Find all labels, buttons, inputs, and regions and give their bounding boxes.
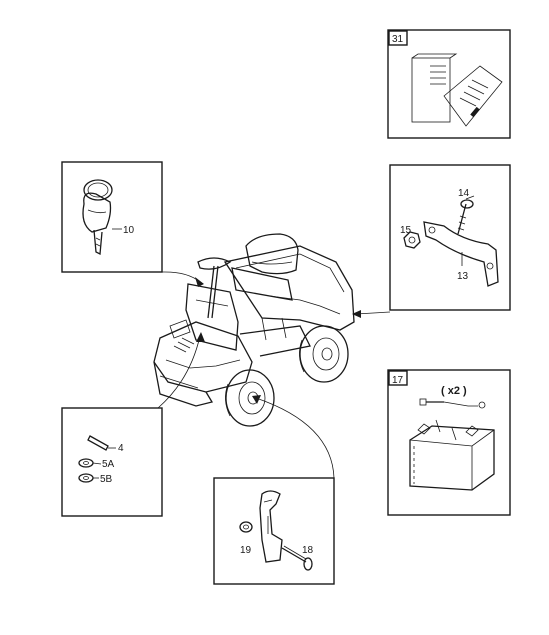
battery-box-number: 17: [392, 375, 404, 386]
battery-box: 17 ( x2 ): [387, 369, 511, 516]
pedal-part-label-19: 19: [240, 545, 252, 556]
bracket-part-label-13: 13: [457, 271, 469, 282]
pedal-box: 19 18: [213, 477, 335, 585]
pins-part-label-4: 4: [118, 443, 124, 454]
leader-lines: [112, 271, 391, 479]
bracket-box: 14 15 13: [389, 164, 511, 311]
key-box: 10: [61, 161, 163, 273]
pins-part-label-5b: 5B: [100, 474, 113, 485]
manual-booklet-icon: [411, 53, 503, 127]
battery-icon: [409, 398, 495, 491]
pin-icon: [87, 435, 116, 451]
pins-part-label-5a: 5A: [102, 459, 115, 470]
pedal-lever-icon: [239, 490, 313, 571]
ignition-key-icon: [82, 179, 122, 256]
pedal-part-label-18: 18: [302, 545, 314, 556]
pins-box: 4 5A 5B: [61, 407, 163, 517]
battery-quantity-text: ( x2 ): [441, 385, 467, 397]
bracket-part-label-14: 14: [458, 188, 470, 199]
bracket-part-label-15: 15: [400, 225, 412, 236]
mounting-bracket-icon: [403, 195, 499, 287]
key-part-label: 10: [123, 225, 135, 236]
manual-box-number: 31: [392, 34, 404, 45]
washer-icon: [78, 458, 102, 483]
manual-box: 31: [387, 29, 511, 139]
riding-mower-icon: [153, 233, 355, 427]
